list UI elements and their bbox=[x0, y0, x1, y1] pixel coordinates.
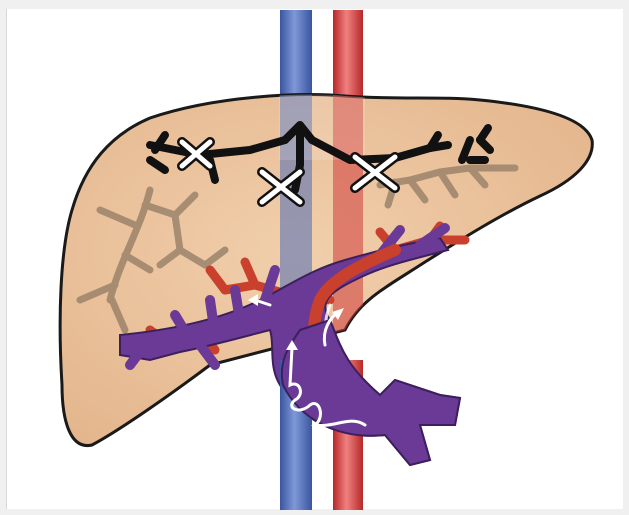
liver-diagram bbox=[0, 0, 629, 515]
